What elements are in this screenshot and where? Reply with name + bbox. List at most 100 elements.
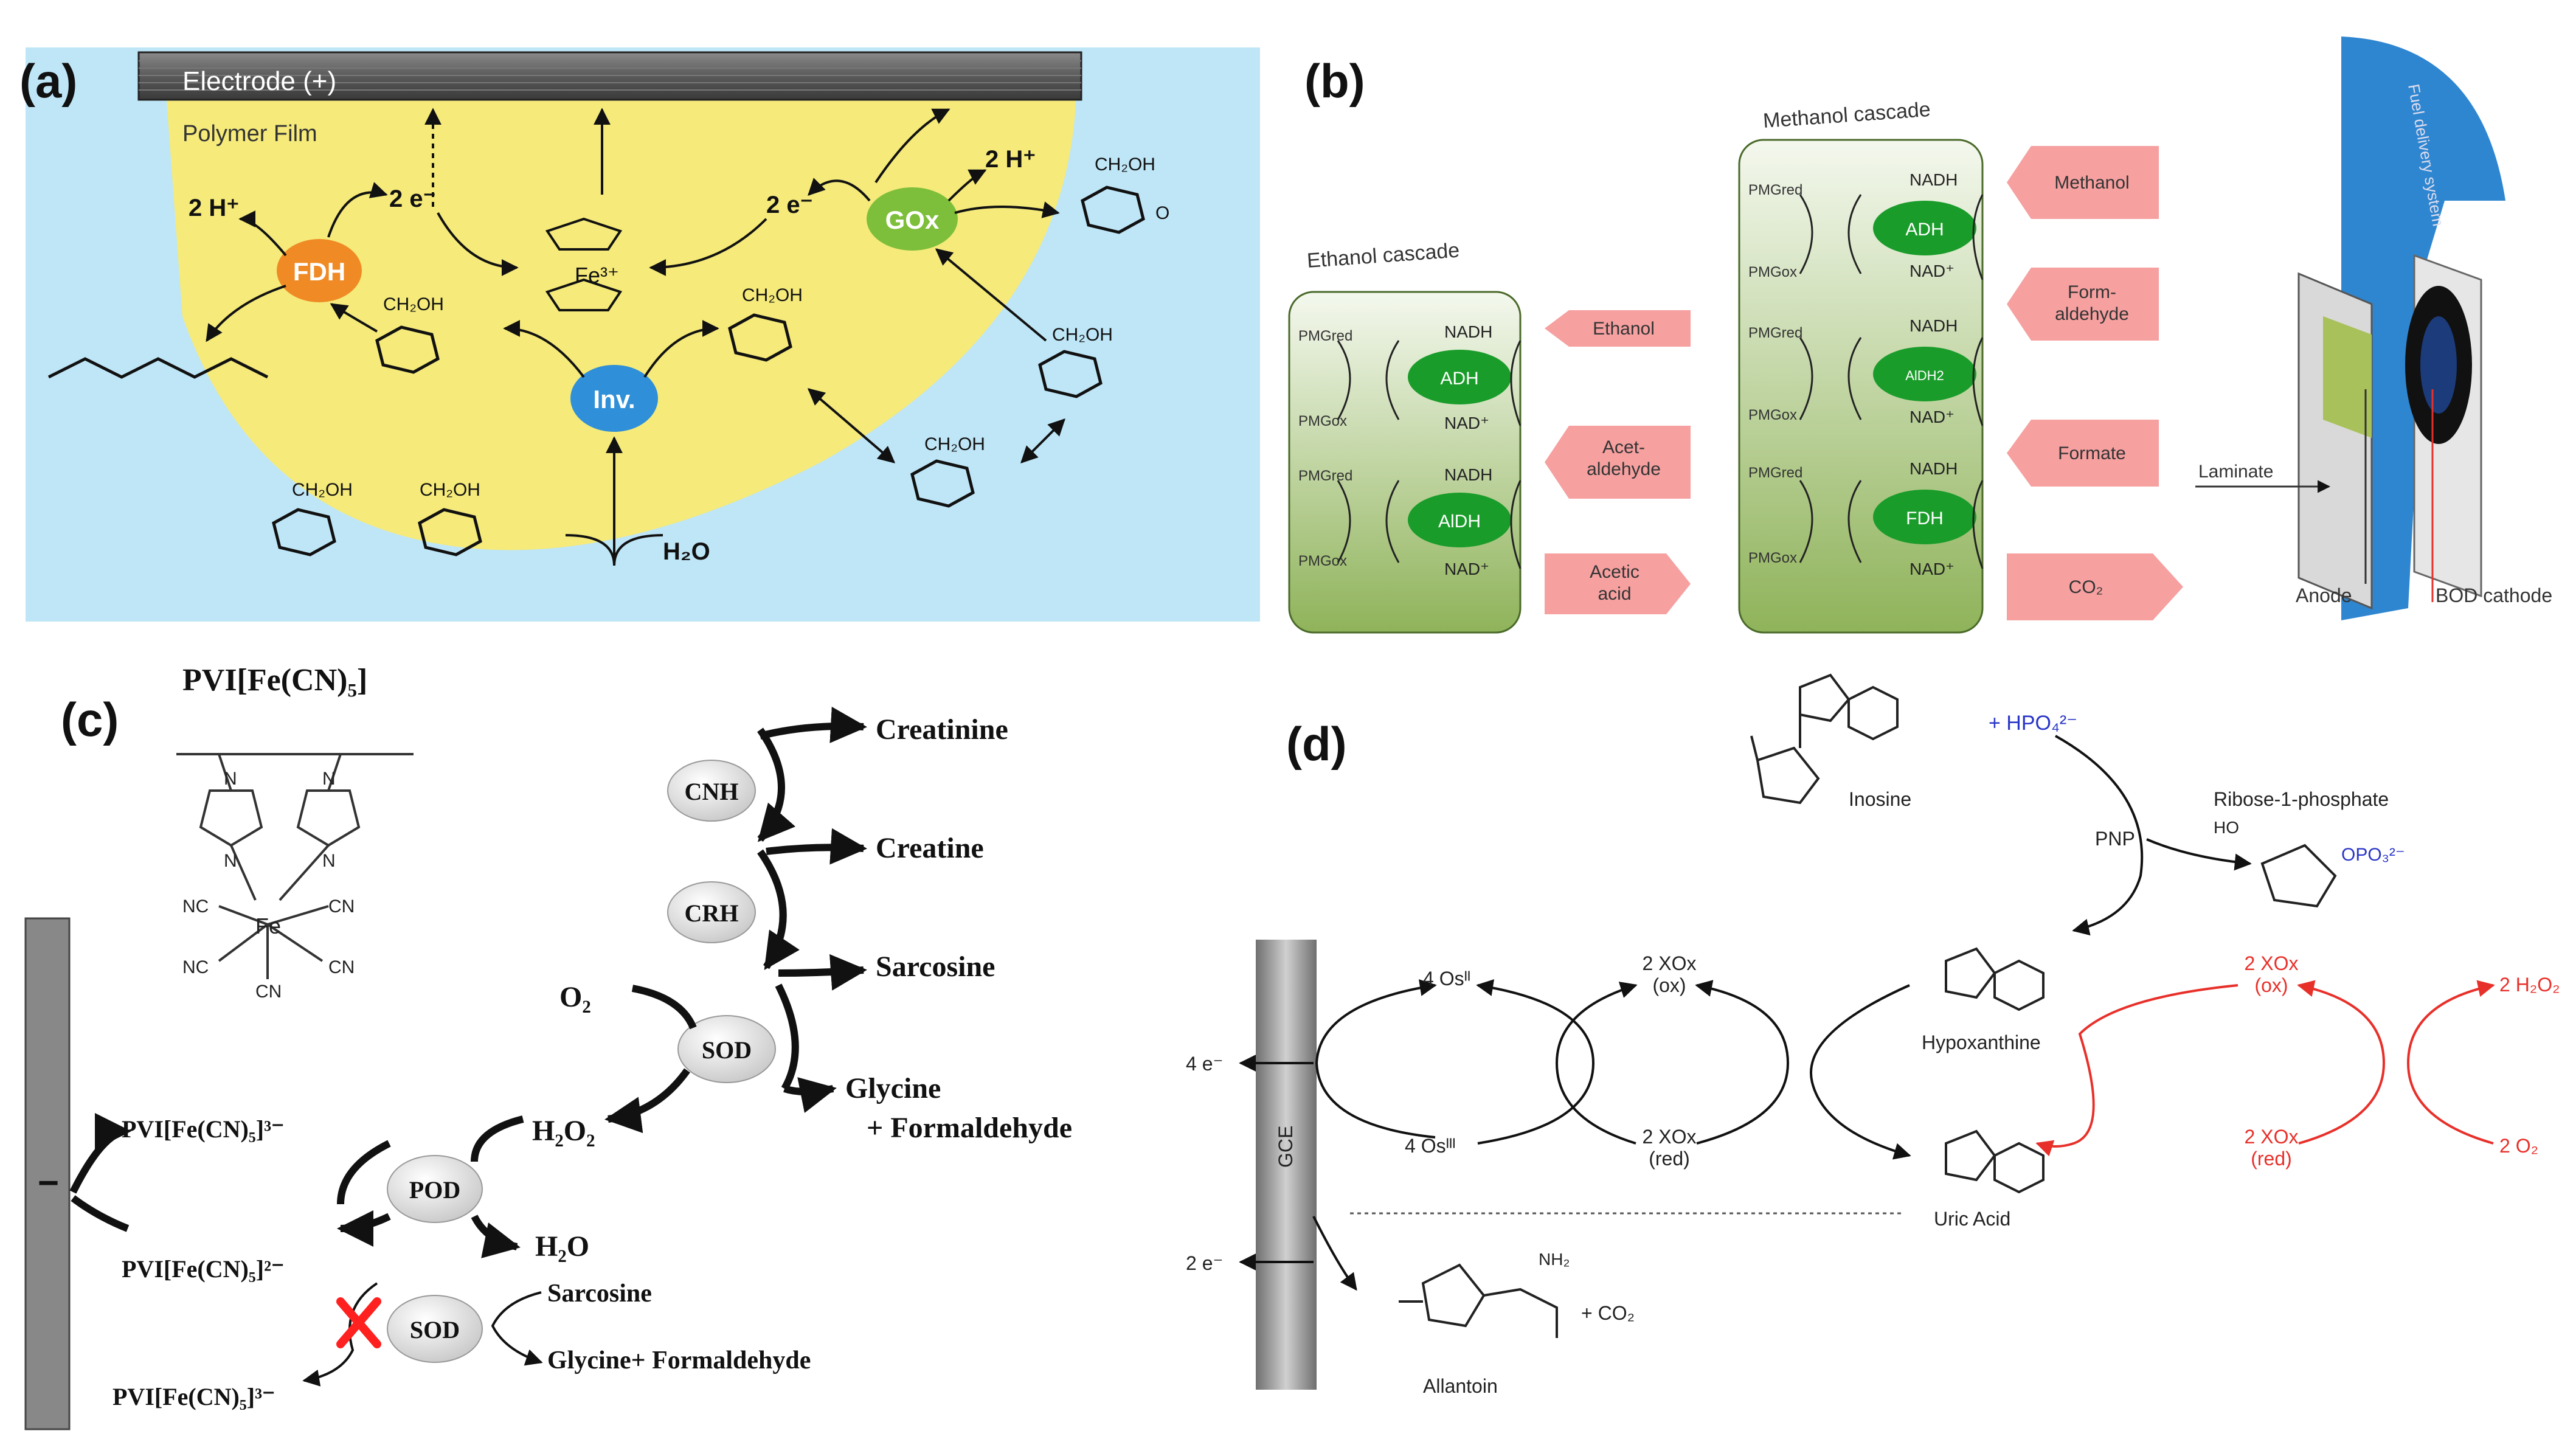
xox-ox-red-line1: 2 XOx bbox=[2245, 952, 2299, 974]
crh-label: CRH bbox=[685, 900, 739, 927]
formaldehyde-arrow-label: Form-aldehyde bbox=[2055, 282, 2129, 324]
mutarotation-arrow-2 bbox=[1020, 418, 1065, 463]
red-cycle-mid bbox=[2297, 980, 2386, 1145]
eth-nad-2: NAD⁺ bbox=[1444, 560, 1489, 578]
panel-a-label: (a) bbox=[19, 54, 77, 108]
electrode-minus: − bbox=[38, 1162, 59, 1203]
fdh-label: FDH bbox=[293, 257, 345, 286]
ethanol-enzyme-1-label: ADH bbox=[1440, 369, 1478, 389]
ferrocene bbox=[545, 217, 623, 311]
water-label: H₂O bbox=[663, 538, 710, 565]
h2o2-label: H₂O₂ bbox=[532, 1115, 595, 1147]
meth-nad-2: NAD⁺ bbox=[1909, 407, 1955, 426]
sod-bottom-label: SOD bbox=[410, 1316, 460, 1343]
methanol-enzyme-3-label: FDH bbox=[1906, 508, 1944, 529]
red-cross bbox=[336, 1297, 381, 1348]
co2-arrow-shape bbox=[2007, 553, 2183, 620]
pvi-n-4: N bbox=[322, 851, 336, 871]
hypoxanthine-structure bbox=[1945, 947, 2045, 1011]
acet-line1: Acet- bbox=[1602, 437, 1645, 457]
water-curve bbox=[565, 534, 663, 566]
formate-arrow-label: Formate bbox=[2058, 443, 2126, 463]
ch2oh-glucose: CH₂OH bbox=[742, 285, 803, 305]
xox-red-line2: (red) bbox=[1649, 1148, 1690, 1170]
sod-enzyme-bottom: SOD bbox=[387, 1295, 483, 1363]
ribose-arrow bbox=[2146, 838, 2252, 871]
electrode-label: Electrode (+) bbox=[182, 66, 336, 96]
hypoxanthine-to-uric bbox=[1810, 984, 1911, 1160]
allantoin-arrow bbox=[1312, 1216, 1357, 1291]
eth-nad-1: NAD⁺ bbox=[1444, 414, 1489, 432]
bod-cathode-label: BOD cathode bbox=[2436, 584, 2552, 606]
glycine-formaldehyde-label: Glycine+ Formaldehyde bbox=[547, 1347, 811, 1374]
methanol-enzyme-1-label: ADH bbox=[1905, 220, 1944, 240]
uric-acid-structure bbox=[1945, 1129, 2045, 1194]
meth-nadh-1: NADH bbox=[1909, 170, 1958, 189]
pod-label: POD bbox=[409, 1176, 460, 1204]
xox-ox-line1: 2 XOx bbox=[1643, 952, 1697, 974]
methanol-cascade-title: Methanol cascade bbox=[1762, 98, 1931, 133]
ch2oh-glucose-right: CH₂OH bbox=[1052, 325, 1113, 345]
eth-pmg-red-2: PMGred bbox=[1298, 468, 1352, 484]
sarcosine-bottom-label: Sarcosine bbox=[547, 1280, 652, 1308]
panel-d: (d) Inosine + HPO₄²⁻ PNP Ribose-1-phosph… bbox=[1186, 673, 2560, 1397]
cascade-arrows bbox=[69, 707, 867, 1258]
formaldehyde-label: + Formaldehyde bbox=[867, 1112, 1072, 1144]
fdh-h-arrow bbox=[238, 210, 287, 257]
cn-ligand-1: NC bbox=[182, 896, 209, 917]
meth-pmg-red-2: PMGred bbox=[1748, 325, 1802, 341]
four-e-label: 4 e⁻ bbox=[1186, 1053, 1223, 1075]
arrow-gox-up bbox=[874, 108, 950, 184]
ribose-label: Ribose-1-phosphate bbox=[2214, 788, 2389, 810]
fdh-blob bbox=[277, 239, 362, 302]
panel-c-label: (c) bbox=[61, 693, 119, 746]
ethanol-cascade-title: Ethanol cascade bbox=[1306, 239, 1460, 272]
xox-cycle-left bbox=[1555, 982, 1638, 1145]
anode-green bbox=[2323, 316, 2372, 438]
allantoin-label: Allantoin bbox=[1423, 1375, 1498, 1397]
gox-h-arrow bbox=[947, 169, 987, 202]
polymer-film-label: Polymer Film bbox=[182, 121, 317, 147]
pvi-3b-label: PVI[Fe(CN)₅]³⁻ bbox=[113, 1383, 275, 1410]
meth-pmg-ox-2: PMGox bbox=[1748, 407, 1797, 423]
sod-enzyme-top: SOD bbox=[677, 1015, 776, 1083]
creatinine-label: Creatinine bbox=[876, 713, 1008, 746]
panel-d-label: (d) bbox=[1286, 717, 1347, 771]
cathode-disk-inner bbox=[2420, 316, 2457, 414]
panel-b-label: (b) bbox=[1304, 54, 1365, 108]
two-e-left: 2 e⁻ bbox=[389, 185, 436, 212]
pnp-label: PNP bbox=[2095, 828, 2135, 850]
o2-label: O₂ bbox=[559, 981, 591, 1013]
pvi-2-label: PVI[Fe(CN)₅]²⁻ bbox=[122, 1255, 284, 1283]
acetic-line1: Acetic bbox=[1590, 562, 1639, 582]
eth-pmg-ox-1: PMGox bbox=[1298, 413, 1347, 429]
xox-cycle-right bbox=[1695, 980, 1790, 1145]
methanol-arrow-shape bbox=[2007, 146, 2159, 219]
gce-electrode bbox=[1256, 940, 1317, 1390]
xox-red-red-label: 2 XOx(red) bbox=[2245, 1126, 2299, 1170]
fdh-to-chain-arrow bbox=[206, 285, 286, 342]
anode-label: Anode bbox=[2296, 584, 2352, 606]
cn-ligand-4: CN bbox=[328, 957, 355, 977]
crh-enzyme: CRH bbox=[667, 881, 756, 943]
ch2oh-sucrose-b: CH₂OH bbox=[420, 480, 480, 500]
form-line2: aldehyde bbox=[2055, 304, 2129, 324]
xox-red-line1: 2 XOx bbox=[1643, 1126, 1697, 1148]
gox-e-arrow bbox=[808, 178, 871, 202]
pvi-n-2: N bbox=[322, 769, 336, 789]
gox-lactone-arrow bbox=[954, 201, 1060, 218]
pvi-n-3: N bbox=[224, 851, 237, 871]
uric-acid-label: Uric Acid bbox=[1934, 1208, 2010, 1230]
ch2oh-lactone: CH₂OH bbox=[1095, 154, 1155, 175]
xox-red-red-line2: (red) bbox=[2251, 1148, 2292, 1170]
glycine-label: Glycine bbox=[845, 1072, 941, 1104]
opo3-label: OPO₃²⁻ bbox=[2341, 845, 2405, 865]
ethanol-arrow-label: Ethanol bbox=[1593, 319, 1655, 339]
fructose-to-fdh-arrow bbox=[330, 303, 378, 333]
meth-nad-1: NAD⁺ bbox=[1909, 262, 1955, 280]
pnp-arrow bbox=[2055, 735, 2144, 936]
e-to-fe-arrow bbox=[437, 212, 519, 276]
inosine-label: Inosine bbox=[1849, 788, 1911, 810]
allantoin-structure bbox=[1399, 1263, 1558, 1338]
